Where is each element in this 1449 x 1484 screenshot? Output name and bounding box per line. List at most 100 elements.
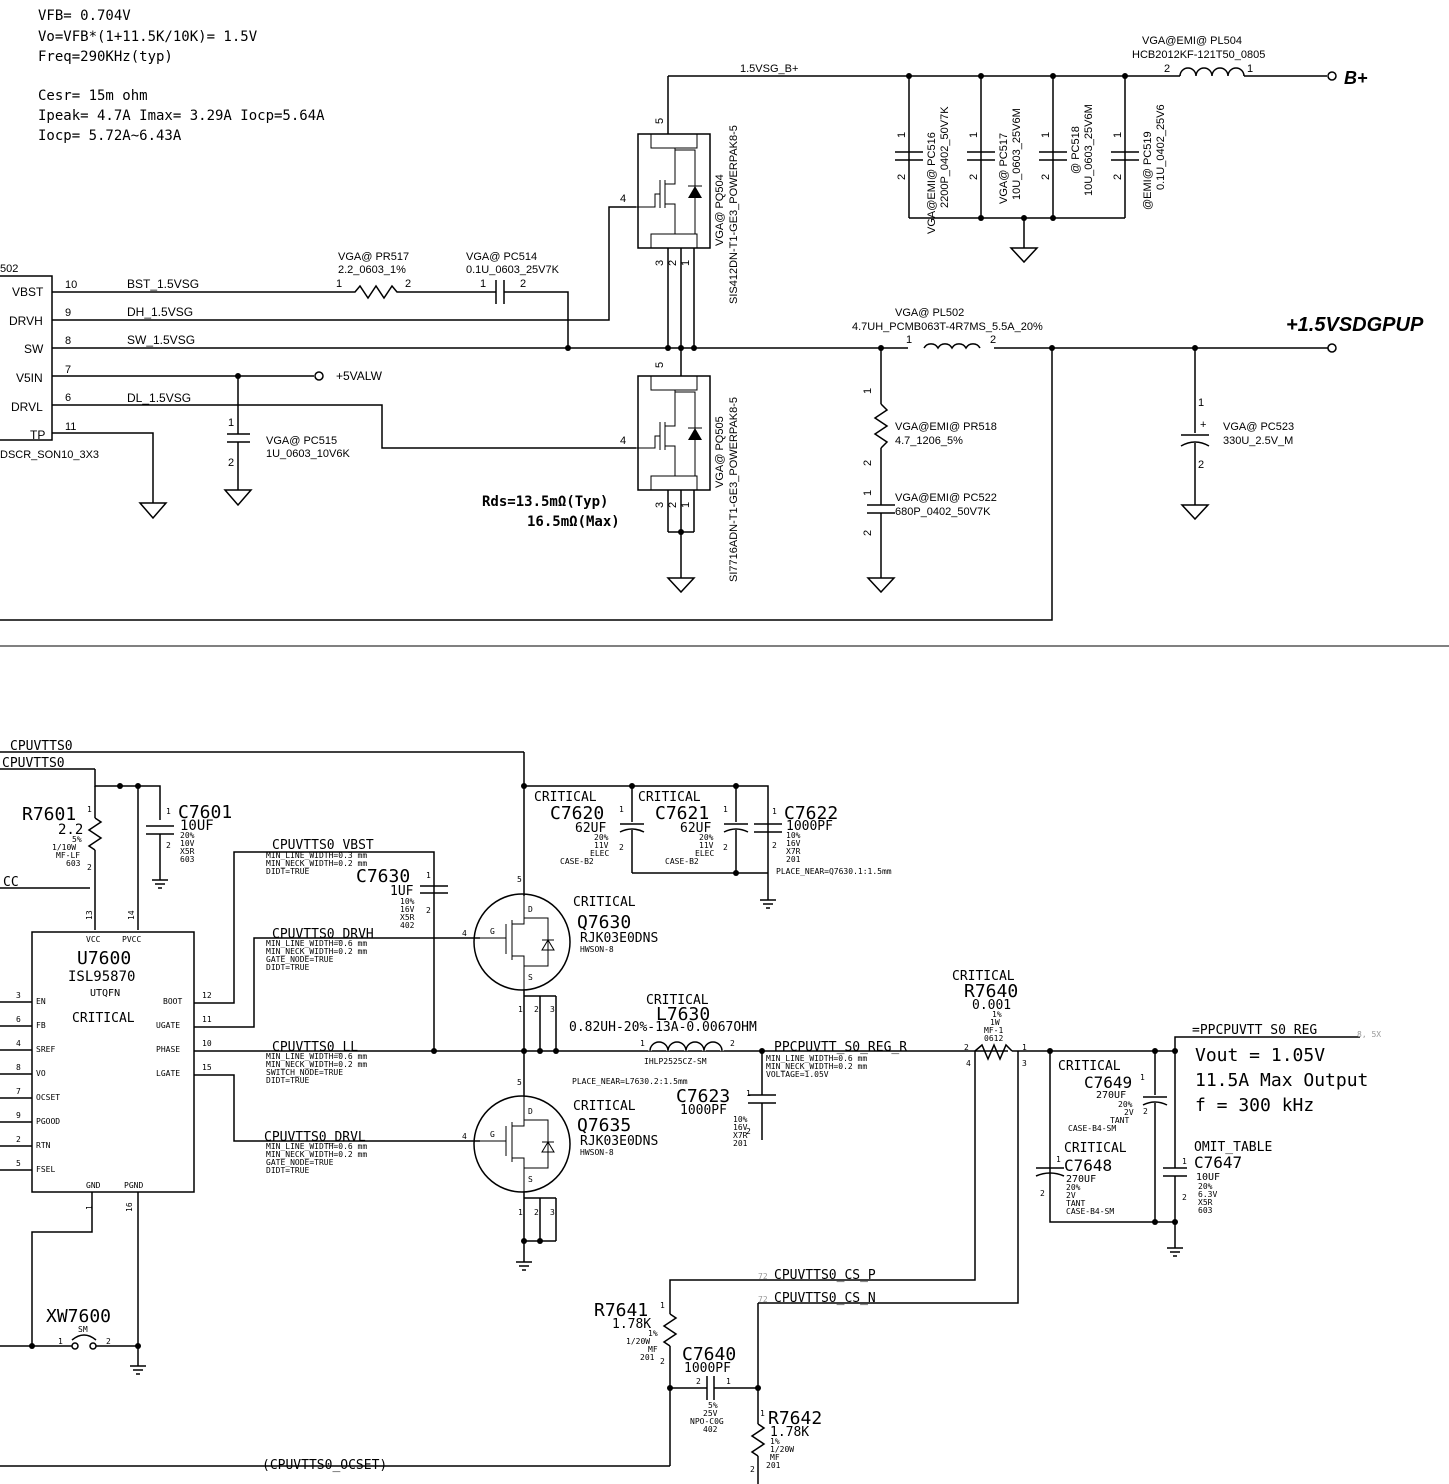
pl502-ref: VGA@ PL502 <box>895 307 964 319</box>
c7601-p1: 1 <box>166 807 171 816</box>
controller-ic: 502 DSCR_SON10_3X3 VBST DRVH SW V5IN DRV… <box>0 263 99 461</box>
pin-name-drvl: DRVL <box>11 400 43 414</box>
pq504-pin-g: 4 <box>620 193 626 205</box>
c7601-d4: 603 <box>180 855 195 864</box>
c7640-d3: NPO-C0G <box>690 1417 724 1426</box>
u7600-ic: VCC PVCC U7600 ISL95870 UTQFN CRITICAL G… <box>0 910 212 1212</box>
c7647-val: 10UF <box>1196 1172 1220 1183</box>
c7623-p2: 2 <box>746 1127 751 1136</box>
pr517-ref: VGA@ PR517 <box>338 251 409 263</box>
u7600-rpin-num-11: 11 <box>202 1015 212 1024</box>
c7620-d3: ELEC <box>590 849 609 858</box>
c7630-val: 1UF <box>390 884 414 899</box>
r7642-p1: 1 <box>760 1409 765 1418</box>
cs-n-prefix: 72 <box>758 1295 768 1304</box>
ll-l1: MIN_LINE_WIDTH=0.6 mm <box>266 1052 367 1061</box>
r7640-d4: 0612 <box>984 1034 1003 1043</box>
pq504-pin-d: 5 <box>654 118 666 124</box>
pq504-pin-s2: 2 <box>667 260 679 266</box>
c7623-p1: 1 <box>746 1089 751 1098</box>
pq504-mosfet: 4 5 3 2 1 VGA@ PQ504 SIS412DN-T1-GE3_POW… <box>620 76 740 348</box>
c7601-d2: 10V <box>180 839 195 848</box>
c7621-d4: CASE-B2 <box>665 857 699 866</box>
r7601-d4: 603 <box>66 859 81 868</box>
q7635-pin5: 5 <box>517 1078 522 1087</box>
c7621-d3: ELEC <box>695 849 714 858</box>
ic-ref: 502 <box>0 263 18 275</box>
c7623-d2: 16V <box>733 1123 748 1132</box>
lower-schematic: CPUVTTS0 CPUVTTS0 CC R7601 2.2 5% 1/10W … <box>0 645 1449 1484</box>
c7630-d1: 10% <box>400 897 415 906</box>
pq505-part: SI7716ADN-T1-GE3_POWERPAK8-5 <box>728 397 740 582</box>
q7635-ref: Q7635 <box>577 1115 631 1136</box>
net-cpuvtts0-a: CPUVTTS0 <box>10 739 73 754</box>
pc517-pin1: 1 <box>968 132 980 138</box>
u7600-pin13: 13 <box>85 910 94 920</box>
q7635-crit: CRITICAL <box>573 1099 636 1114</box>
ic-part: DSCR_SON10_3X3 <box>0 449 99 461</box>
u7600-lpin-num-8: 8 <box>16 1063 21 1072</box>
drvl-net: CPUVTTS0_DRVL <box>264 1130 366 1145</box>
l7630-ref: L7630 <box>656 1004 710 1025</box>
u7600-lpin-num-5: 5 <box>16 1159 21 1168</box>
vout-1: Vout = 1.05V <box>1195 1045 1325 1066</box>
pc516-val: 2200P_0402_50V7K <box>939 106 951 208</box>
c7647-omit: OMIT_TABLE <box>1194 1140 1272 1155</box>
pl504-ref: VGA@EMI@ PL504 <box>1142 35 1242 47</box>
c7630-ref: C7630 <box>356 866 410 887</box>
net-5valw: +5VALW <box>336 369 383 383</box>
net-bst: BST_1.5VSG <box>127 277 199 291</box>
xw7600: XW7600 SM 1 2 <box>0 1192 146 1375</box>
u7600-pin16: 16 <box>125 1202 134 1212</box>
pr518-pin2: 2 <box>862 460 874 466</box>
c7648-d1: 20% <box>1066 1183 1081 1192</box>
q7635-pin4: 4 <box>462 1132 467 1141</box>
input-cap-labels: 1 2 1 2 1 2 1 2 VGA@EMI@ PC516 2200P_040… <box>895 73 1167 234</box>
q7630-crit: CRITICAL <box>573 895 636 910</box>
pc518-pin2: 2 <box>1040 174 1052 180</box>
bplus-rail: 1.5VSG_B+ VGA@EMI@ PL504 HCB2012KF-121T5… <box>668 35 1368 88</box>
pin-num-11: 11 <box>65 421 76 433</box>
r7601-d3: MF-LF <box>56 851 80 860</box>
r7642-d2: 1/20W <box>770 1445 794 1454</box>
r7642-d1: 1% <box>770 1437 780 1446</box>
pc522-pin2: 2 <box>862 530 874 536</box>
c7647-ref: C7647 <box>1194 1153 1242 1172</box>
u7600-lpin-num-3: 3 <box>16 991 21 1000</box>
u7600-lpin-num-7: 7 <box>16 1087 21 1096</box>
note-ipeak: Ipeak= 4.7A Imax= 3.29A Iocp=5.64A <box>38 108 325 124</box>
pq505-pin-s2: 2 <box>667 502 679 508</box>
c7648-d4: CASE-B4-SM <box>1066 1207 1114 1216</box>
ppc-net: PPCPUVTT_S0_REG_R <box>774 1040 907 1055</box>
pin-num-7: 7 <box>65 364 71 376</box>
drvh-l2: MIN_NECK_WIDTH=0.2 mm <box>266 947 367 956</box>
q7630-part: RJK03E0DNS <box>580 931 658 946</box>
r7642-val: 1.78K <box>770 1425 809 1440</box>
vbst-l3: DIDT=TRUE <box>266 867 310 876</box>
cs-n-net: CPUVTTS0_CS_N <box>774 1291 876 1306</box>
net-dh: DH_1.5VSG <box>127 305 193 319</box>
u7600-lpin-rtn: RTN <box>36 1141 51 1150</box>
net-dl: DL_1.5VSG <box>127 391 191 405</box>
q7635-pin1: 1 <box>518 1208 523 1217</box>
l7630-p2: 2 <box>730 1039 735 1048</box>
c7648-d2: 2V <box>1066 1191 1076 1200</box>
u7600-pgnd: PGND <box>124 1181 143 1190</box>
c7648-d3: TANT <box>1066 1199 1085 1208</box>
c7620-p2: 2 <box>619 843 624 852</box>
c7647-d3: X5R <box>1198 1198 1213 1207</box>
c7649-d4: CASE-B4-SM <box>1068 1124 1116 1133</box>
c7622-d1: 10% <box>786 831 801 840</box>
pr518-val: 4.7_1206_5% <box>895 435 963 447</box>
l7630-crit: CRITICAL <box>646 993 709 1008</box>
note-cesr: Cesr= 15m ohm <box>38 88 148 104</box>
pc523-plus: + <box>1200 419 1206 431</box>
r7601-d1: 5% <box>72 835 82 844</box>
r7601-d2: 1/10W <box>52 843 76 852</box>
c7622-ref: C7622 <box>784 803 838 824</box>
u7600-pvcc: PVCC <box>122 935 141 944</box>
r7641-d4: 201 <box>640 1353 655 1362</box>
u7600-lpin-sref: SREF <box>36 1045 55 1054</box>
q7630-pin2: 2 <box>534 1005 539 1014</box>
